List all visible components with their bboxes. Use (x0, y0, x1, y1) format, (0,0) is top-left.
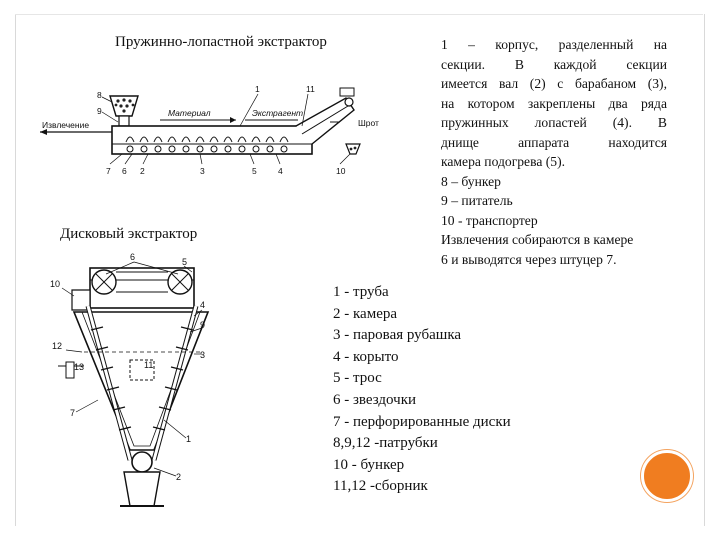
label-7: 7 (106, 166, 111, 176)
label-8: 8 (97, 90, 102, 100)
description-line: 1 – корпус, разделенный на (441, 37, 667, 52)
legend-item: 10 - бункер (333, 456, 405, 473)
description-line: 10 - транспортер (441, 212, 538, 228)
label-5: 5 (182, 257, 187, 267)
label-3: 3 (200, 350, 205, 360)
description-line: камера подогрева (5). (441, 154, 566, 169)
title-disc-extractor: Дисковый экстрактор (60, 226, 198, 242)
label-6: 6 (130, 252, 135, 262)
label-10: 10 (336, 166, 346, 176)
legend-item: 8,9,12 -патрубки (333, 435, 438, 452)
spring-extractor-description: 1 – корпус, разделенный на секции. В каж… (441, 35, 667, 269)
description-line: на котором закреплены два ряда (441, 95, 667, 111)
description-line: 6 и выводятся через штуцер 7. (441, 251, 617, 267)
description-line: днище аппарата находится (441, 134, 667, 150)
label-extraction: Извлечение (42, 120, 89, 130)
label-13: 13 (74, 362, 84, 372)
orange-circle-decoration (641, 450, 693, 502)
label-3: 3 (200, 166, 205, 176)
description-line: пружинных лопастей (4). В (441, 115, 667, 130)
label-11: 11 (306, 84, 315, 94)
description-line: имеется вал (2) с барабаном (3), (441, 76, 667, 91)
label-extractant: Экстрагент (252, 108, 303, 118)
disc-extractor-diagram: 6 5 10 4 9 3 12 13 11 7 1 2 (50, 252, 210, 507)
legend-item: 2 - камера (333, 305, 398, 322)
legend-item: 5 - трос (333, 370, 382, 387)
disc-extractor-legend: 1 - труба 2 - камера 3 - паровая рубашка… (333, 282, 511, 498)
description-line: Извлечения собираются в камере (441, 232, 634, 247)
label-2: 2 (176, 472, 181, 482)
label-1: 1 (255, 84, 260, 94)
legend-item: 6 - звездочки (333, 391, 417, 408)
description-line: 9 – питатель (441, 193, 513, 208)
legend-item: 11,12 -сборник (333, 478, 428, 495)
spring-blade-extractor-diagram: 8 9 1 11 Материал Экстрагент Шрот Извлеч… (40, 84, 379, 176)
label-6: 6 (122, 166, 127, 176)
slide-top-border (15, 14, 703, 15)
legend-item: 3 - паровая рубашка (333, 327, 462, 344)
description-line: секции. В каждой секции (441, 56, 667, 72)
label-2: 2 (140, 166, 145, 176)
label-9: 9 (97, 106, 102, 116)
label-12: 12 (52, 341, 62, 351)
legend-item: 4 - корыто (333, 348, 399, 365)
label-5: 5 (252, 166, 257, 176)
legend-item: 1 - труба (333, 284, 389, 300)
label-7: 7 (70, 408, 75, 418)
label-shrot: Шрот (358, 118, 379, 128)
label-material: Материал (168, 108, 211, 118)
label-11: 11 (144, 360, 153, 370)
label-4: 4 (200, 300, 205, 310)
legend-item: 7 - перфорированные диски (333, 413, 511, 430)
label-4: 4 (278, 166, 283, 176)
label-10: 10 (50, 279, 60, 289)
label-9: 9 (200, 320, 205, 330)
description-line: 8 – бункер (441, 173, 501, 189)
slide-frame (15, 14, 705, 526)
title-spring-blade-extractor: Пружинно-лопастной экстрактор (115, 34, 327, 50)
label-1: 1 (186, 434, 191, 444)
